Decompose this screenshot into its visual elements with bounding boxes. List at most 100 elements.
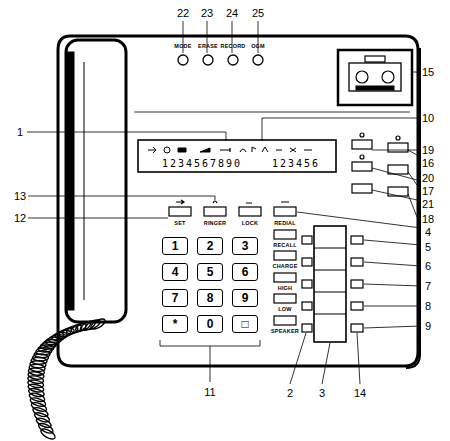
callout-number: 23 xyxy=(201,7,213,19)
button-label: RECALL xyxy=(273,242,297,248)
function-buttons-part xyxy=(274,294,296,303)
function-buttons-part xyxy=(274,230,296,239)
callout-number: 16 xyxy=(422,157,434,169)
button-label: ERASE xyxy=(198,43,218,49)
handset xyxy=(66,40,126,322)
leader-lines-part xyxy=(28,196,215,218)
callout-number: 11 xyxy=(204,386,215,398)
callout-number: 1 xyxy=(17,126,23,138)
button-label: RINGER xyxy=(204,220,227,226)
cassette-part xyxy=(365,56,385,62)
callout-number: 12 xyxy=(14,212,26,224)
callout-number: 4 xyxy=(425,226,431,238)
function-buttons-part xyxy=(274,273,296,282)
memory-panel-part xyxy=(302,236,312,244)
memory-panel-part xyxy=(351,236,363,244)
memory-panel-part xyxy=(302,258,312,266)
handset-part xyxy=(84,62,85,300)
memory-panel-part xyxy=(314,248,346,314)
key-digit: □ xyxy=(241,318,248,330)
keypad-key: 7 xyxy=(162,289,188,307)
leader-lines-part xyxy=(262,118,417,141)
memory-panel xyxy=(302,226,363,342)
key-digit: 1 xyxy=(172,240,179,252)
callout-number: 24 xyxy=(226,7,238,19)
phone-body xyxy=(58,36,420,368)
keypad-key: 6 xyxy=(232,263,258,281)
keypad-key: * xyxy=(162,315,188,333)
phone-body-part xyxy=(58,36,418,366)
button-label: LOW xyxy=(278,306,291,312)
function-buttons-part xyxy=(169,207,191,216)
coiled-cord-part xyxy=(39,427,56,441)
callout-number: 17 xyxy=(422,185,434,197)
callout-number: 9 xyxy=(425,320,431,332)
keypad-key: 5 xyxy=(197,263,223,281)
right-buttons-part xyxy=(352,140,372,149)
display-part xyxy=(164,147,170,153)
leader-lines-part xyxy=(372,150,417,217)
right-buttons-part xyxy=(388,187,408,196)
button-label: CHARGE xyxy=(272,263,297,269)
top-round-buttons-part xyxy=(203,55,213,65)
leader-lines-part xyxy=(290,333,360,384)
memory-panel-part xyxy=(302,324,312,332)
top-round-buttons-part xyxy=(228,55,238,65)
display-part xyxy=(240,147,312,152)
top-round-buttons xyxy=(178,55,263,65)
button-label: SPEAKER xyxy=(271,328,299,334)
cassette-part xyxy=(356,86,394,90)
callout-number: 19 xyxy=(422,144,434,156)
keypad-key: 8 xyxy=(197,289,223,307)
function-buttons-part xyxy=(274,316,296,325)
phone-body-part xyxy=(134,112,410,113)
display-part xyxy=(138,140,336,172)
leader-lines-part xyxy=(297,212,421,228)
function-buttons xyxy=(169,200,296,325)
display-part xyxy=(178,148,210,152)
keypad-key: □ xyxy=(232,315,258,333)
keypad-key: 0 xyxy=(197,315,223,333)
right-buttons-part xyxy=(388,143,408,152)
memory-panel-part xyxy=(351,324,363,332)
callout-number: 21 xyxy=(422,198,434,210)
key-digit: 3 xyxy=(242,240,249,252)
leader-lines-part xyxy=(413,72,420,73)
key-digit: 8 xyxy=(207,292,214,304)
callout-number: 3 xyxy=(319,387,325,399)
memory-panel-part xyxy=(351,258,363,266)
callout-number: 2 xyxy=(287,387,293,399)
cassette-part xyxy=(338,50,412,105)
key-digit: 6 xyxy=(242,266,249,278)
callout-number: 25 xyxy=(252,7,264,19)
button-label: LOCK xyxy=(242,220,258,226)
cassette-part xyxy=(349,63,401,91)
display-digits: 123456 xyxy=(272,158,320,169)
display-part xyxy=(220,148,230,152)
display-digits: 1234567890 xyxy=(162,158,242,169)
key-digit: 2 xyxy=(207,240,214,252)
right-buttons-part xyxy=(352,162,372,171)
button-label: OGM xyxy=(251,43,265,49)
right-buttons-part xyxy=(360,133,364,137)
function-buttons-part xyxy=(274,207,296,216)
function-buttons-part xyxy=(204,207,226,216)
handset-part xyxy=(66,52,74,310)
key-digit: * xyxy=(173,318,178,330)
cassette-part xyxy=(382,71,394,83)
keypad-key: 4 xyxy=(162,263,188,281)
cassette xyxy=(338,50,412,105)
memory-panel-part xyxy=(302,302,312,310)
function-buttons-part xyxy=(274,251,296,260)
leader-lines xyxy=(27,21,421,384)
function-buttons-part xyxy=(176,200,289,204)
button-label: HIGH xyxy=(278,285,293,291)
key-digit: 9 xyxy=(242,292,249,304)
key-digit: 4 xyxy=(172,266,179,278)
callout-number: 6 xyxy=(425,260,431,272)
keypad-key: 3 xyxy=(232,237,258,255)
right-buttons xyxy=(352,133,408,196)
callout-number: 10 xyxy=(422,112,434,124)
callout-number: 22 xyxy=(177,7,189,19)
